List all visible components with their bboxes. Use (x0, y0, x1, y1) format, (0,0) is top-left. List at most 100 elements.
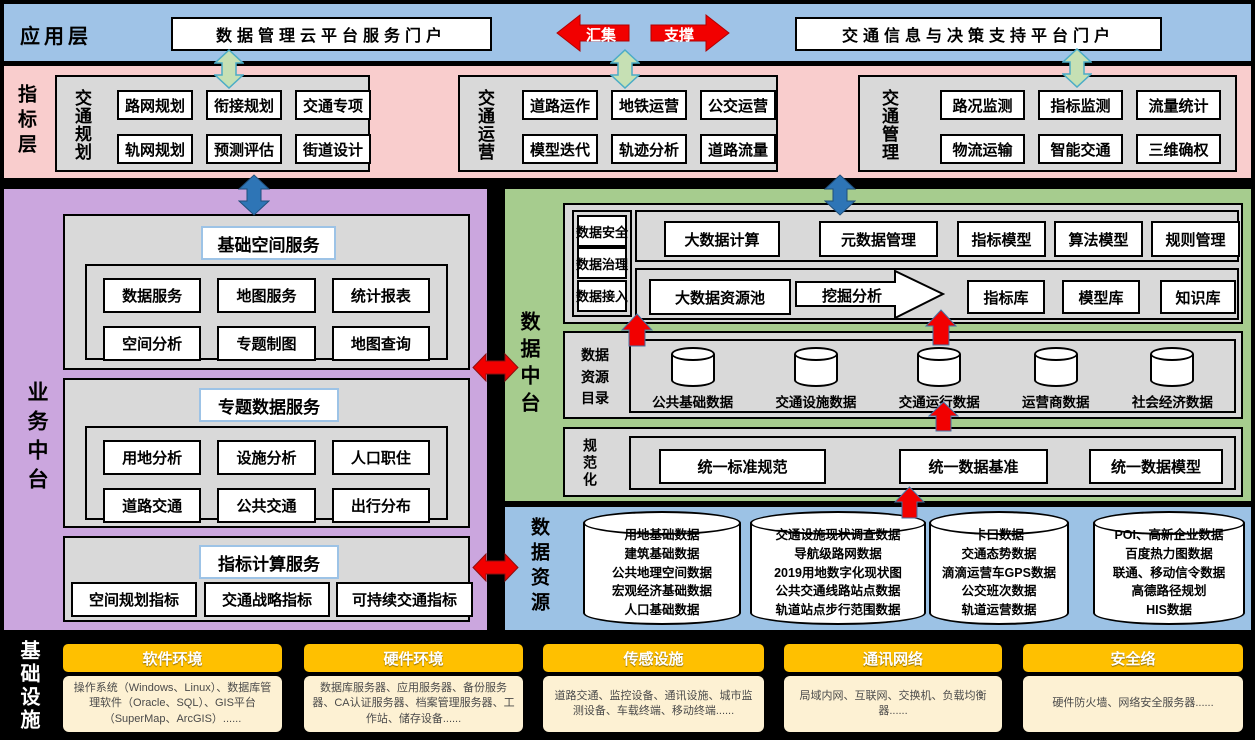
service-item: 用地分析 (103, 440, 202, 475)
infra-header: 安全络 (1023, 644, 1243, 672)
data-platform-band: 数据中台 数据安全 数据治理 数据接入 大数据计算 元数据管理 指标模型 算法模… (505, 189, 1251, 501)
compute-row: 大数据计算 元数据管理 指标模型 算法模型 规则管理 (635, 210, 1240, 262)
panel-indicator-computing-services: 指标计算服务 空间规划指标 交通战略指标 可持续交通指标 (63, 536, 473, 622)
resource-line: 轨道站点步行范围数据 (775, 603, 901, 617)
infra-desc: 硬件防火墙、网络安全服务器...... (1023, 676, 1243, 732)
data-resources-band: 数据资源 用地基础数据 建筑基础数据 公共地理空间数据 宏观经济基础数据 人口基… (505, 507, 1251, 630)
stack-item: 数据接入 (576, 279, 628, 312)
support-arrow-icon: 支撑 (650, 13, 730, 53)
indicator-layer-band: 指标层 交通规划 路网规划 衔接规划 交通专项 轨网规划 预测评估 街道设计 交… (4, 66, 1251, 178)
data-catalog-label: 数据资源目录 (581, 347, 609, 407)
collect-arrow-icon: 汇集 (556, 13, 630, 53)
double-arrow-red-icon (472, 551, 519, 584)
double-arrow-red-icon (472, 351, 519, 384)
database-cylinder-icon: 交通设施现状调查数据 导航级路网数据 2019用地数字化现状图 公共交通线路站点… (750, 511, 926, 625)
standard-item: 统一数据基准 (899, 449, 1048, 484)
resource-line: 导航级路网数据 (794, 546, 882, 561)
up-arrow-red-icon (925, 309, 957, 346)
resource-line: 宏观经济基础数据 (611, 584, 712, 599)
indicator-item: 公交运营 (700, 90, 776, 120)
group-traffic-planning: 交通规划 路网规划 衔接规划 交通专项 轨网规划 预测评估 街道设计 (55, 75, 371, 172)
application-layer-band: 应用层 数据管理云平台服务门户 交通信息与决策支持平台门户 汇集 支撑 (4, 4, 1251, 61)
service-item: 可持续交通指标 (336, 582, 473, 617)
infrastructure-label: 基础设施 (17, 640, 39, 732)
panel-thematic-data-services: 专题数据服务 用地分析 设施分析 人口职住 道路交通 公共交通 出行分布 (63, 378, 470, 528)
catalog-item-label: 交通设施数据 (775, 395, 857, 410)
stack-item: 数据安全 (576, 215, 628, 248)
service-item: 出行分布 (331, 488, 430, 523)
service-item: 交通战略指标 (204, 582, 330, 617)
indicator-item: 物流运输 (940, 134, 1025, 164)
business-platform-label: 业务中台 (25, 381, 48, 497)
indicator-item: 交通专项 (295, 90, 371, 120)
resource-line: 公共地理空间数据 (611, 565, 712, 580)
indicator-item: 智能交通 (1038, 134, 1123, 164)
indicator-item: 街道设计 (295, 134, 371, 164)
mining-arrow-icon (795, 270, 945, 319)
database-cylinder-icon (1150, 347, 1195, 387)
group-traffic-planning-label: 交通规划 (72, 89, 91, 161)
compute-item: 算法模型 (1054, 221, 1143, 257)
data-governance-stack: 数据安全 数据治理 数据接入 (572, 210, 632, 317)
mining-row: 大数据资源池 挖掘分析 指标库 模型库 知识库 (635, 268, 1239, 320)
database-cylinder-icon (793, 347, 838, 387)
data-catalog-panel: 数据资源目录 公共基础数据 交通设施数据 交通运行数据 运营商数据 (563, 331, 1243, 419)
service-item: 设施分析 (217, 440, 316, 475)
indicator-item: 轨迹分析 (611, 134, 687, 164)
resource-line: HIS数据 (1146, 603, 1192, 617)
panel-thematic-data-services-title: 专题数据服务 (199, 388, 339, 422)
service-item: 公共交通 (217, 488, 316, 523)
database-cylinder-icon (917, 347, 962, 387)
resource-line: 公交班次数据 (961, 584, 1037, 599)
compute-item: 规则管理 (1151, 221, 1240, 257)
service-item: 统计报表 (331, 278, 430, 313)
double-arrow-blue-icon (238, 174, 270, 216)
indicator-item: 预测评估 (206, 134, 282, 164)
indicator-item: 道路流量 (700, 134, 776, 164)
catalog-item-label: 社会经济数据 (1131, 395, 1213, 410)
support-arrow-label: 支撑 (664, 27, 695, 44)
database-cylinder-icon (1033, 347, 1078, 387)
infra-header: 通讯网络 (784, 644, 1002, 672)
up-arrow-red-icon (894, 486, 925, 519)
up-arrow-red-icon (928, 401, 959, 432)
double-arrow-green-icon (1062, 48, 1092, 88)
compute-item: 元数据管理 (819, 221, 938, 257)
standardization-label: 规范化 (582, 438, 598, 489)
infra-header: 硬件环境 (304, 644, 523, 672)
service-item: 地图查询 (331, 326, 430, 361)
application-layer-label: 应用层 (20, 26, 92, 48)
resource-line: 高德路径规划 (1131, 584, 1207, 599)
group-traffic-operation: 交通运营 道路运作 地铁运营 公交运营 模型迭代 轨迹分析 道路流量 (458, 75, 778, 172)
service-item: 人口职住 (331, 440, 430, 475)
service-item: 空间规划指标 (71, 582, 197, 617)
resource-line: 人口基础数据 (624, 603, 700, 617)
group-traffic-management-label: 交通管理 (879, 89, 898, 161)
library-item: 知识库 (1160, 280, 1236, 314)
business-platform-band: 业务中台 基础空间服务 数据服务 地图服务 统计报表 空间分析 专题制图 地图查… (4, 189, 487, 630)
portal-traffic-decision: 交通信息与决策支持平台门户 (795, 17, 1162, 51)
compute-item: 指标模型 (957, 221, 1046, 257)
database-cylinder-icon (670, 347, 715, 387)
library-item: 指标库 (967, 280, 1045, 314)
collect-arrow-label: 汇集 (586, 27, 617, 44)
resource-line: 滴滴运营车GPS数据 (942, 565, 1056, 580)
indicator-item: 模型迭代 (522, 134, 598, 164)
catalog-item: 交通运行数据 (899, 341, 980, 411)
catalog-item: 运营商数据 (1022, 341, 1090, 411)
standardization-panel: 规范化 统一标准规范 统一数据基准 统一数据模型 (563, 427, 1243, 497)
standard-item: 统一数据模型 (1089, 449, 1223, 484)
database-cylinder-icon: 用地基础数据 建筑基础数据 公共地理空间数据 宏观经济基础数据 人口基础数据 (583, 511, 741, 625)
resource-line: 建筑基础数据 (624, 546, 700, 561)
indicator-item: 路网规划 (117, 90, 193, 120)
mining-arrow-label: 挖掘分析 (821, 288, 882, 305)
indicator-item: 地铁运营 (611, 90, 687, 120)
infra-desc: 操作系统（Windows、Linux）、数据库管理软件（Oracle、SQL）、… (63, 676, 282, 732)
catalog-item: 社会经济数据 (1132, 341, 1213, 411)
indicator-item: 轨网规划 (117, 134, 193, 164)
resource-line: 用地基础数据 (624, 528, 700, 542)
data-platform-label: 数据中台 (517, 311, 539, 419)
standard-item: 统一标准规范 (659, 449, 826, 484)
infra-header: 软件环境 (63, 644, 282, 672)
